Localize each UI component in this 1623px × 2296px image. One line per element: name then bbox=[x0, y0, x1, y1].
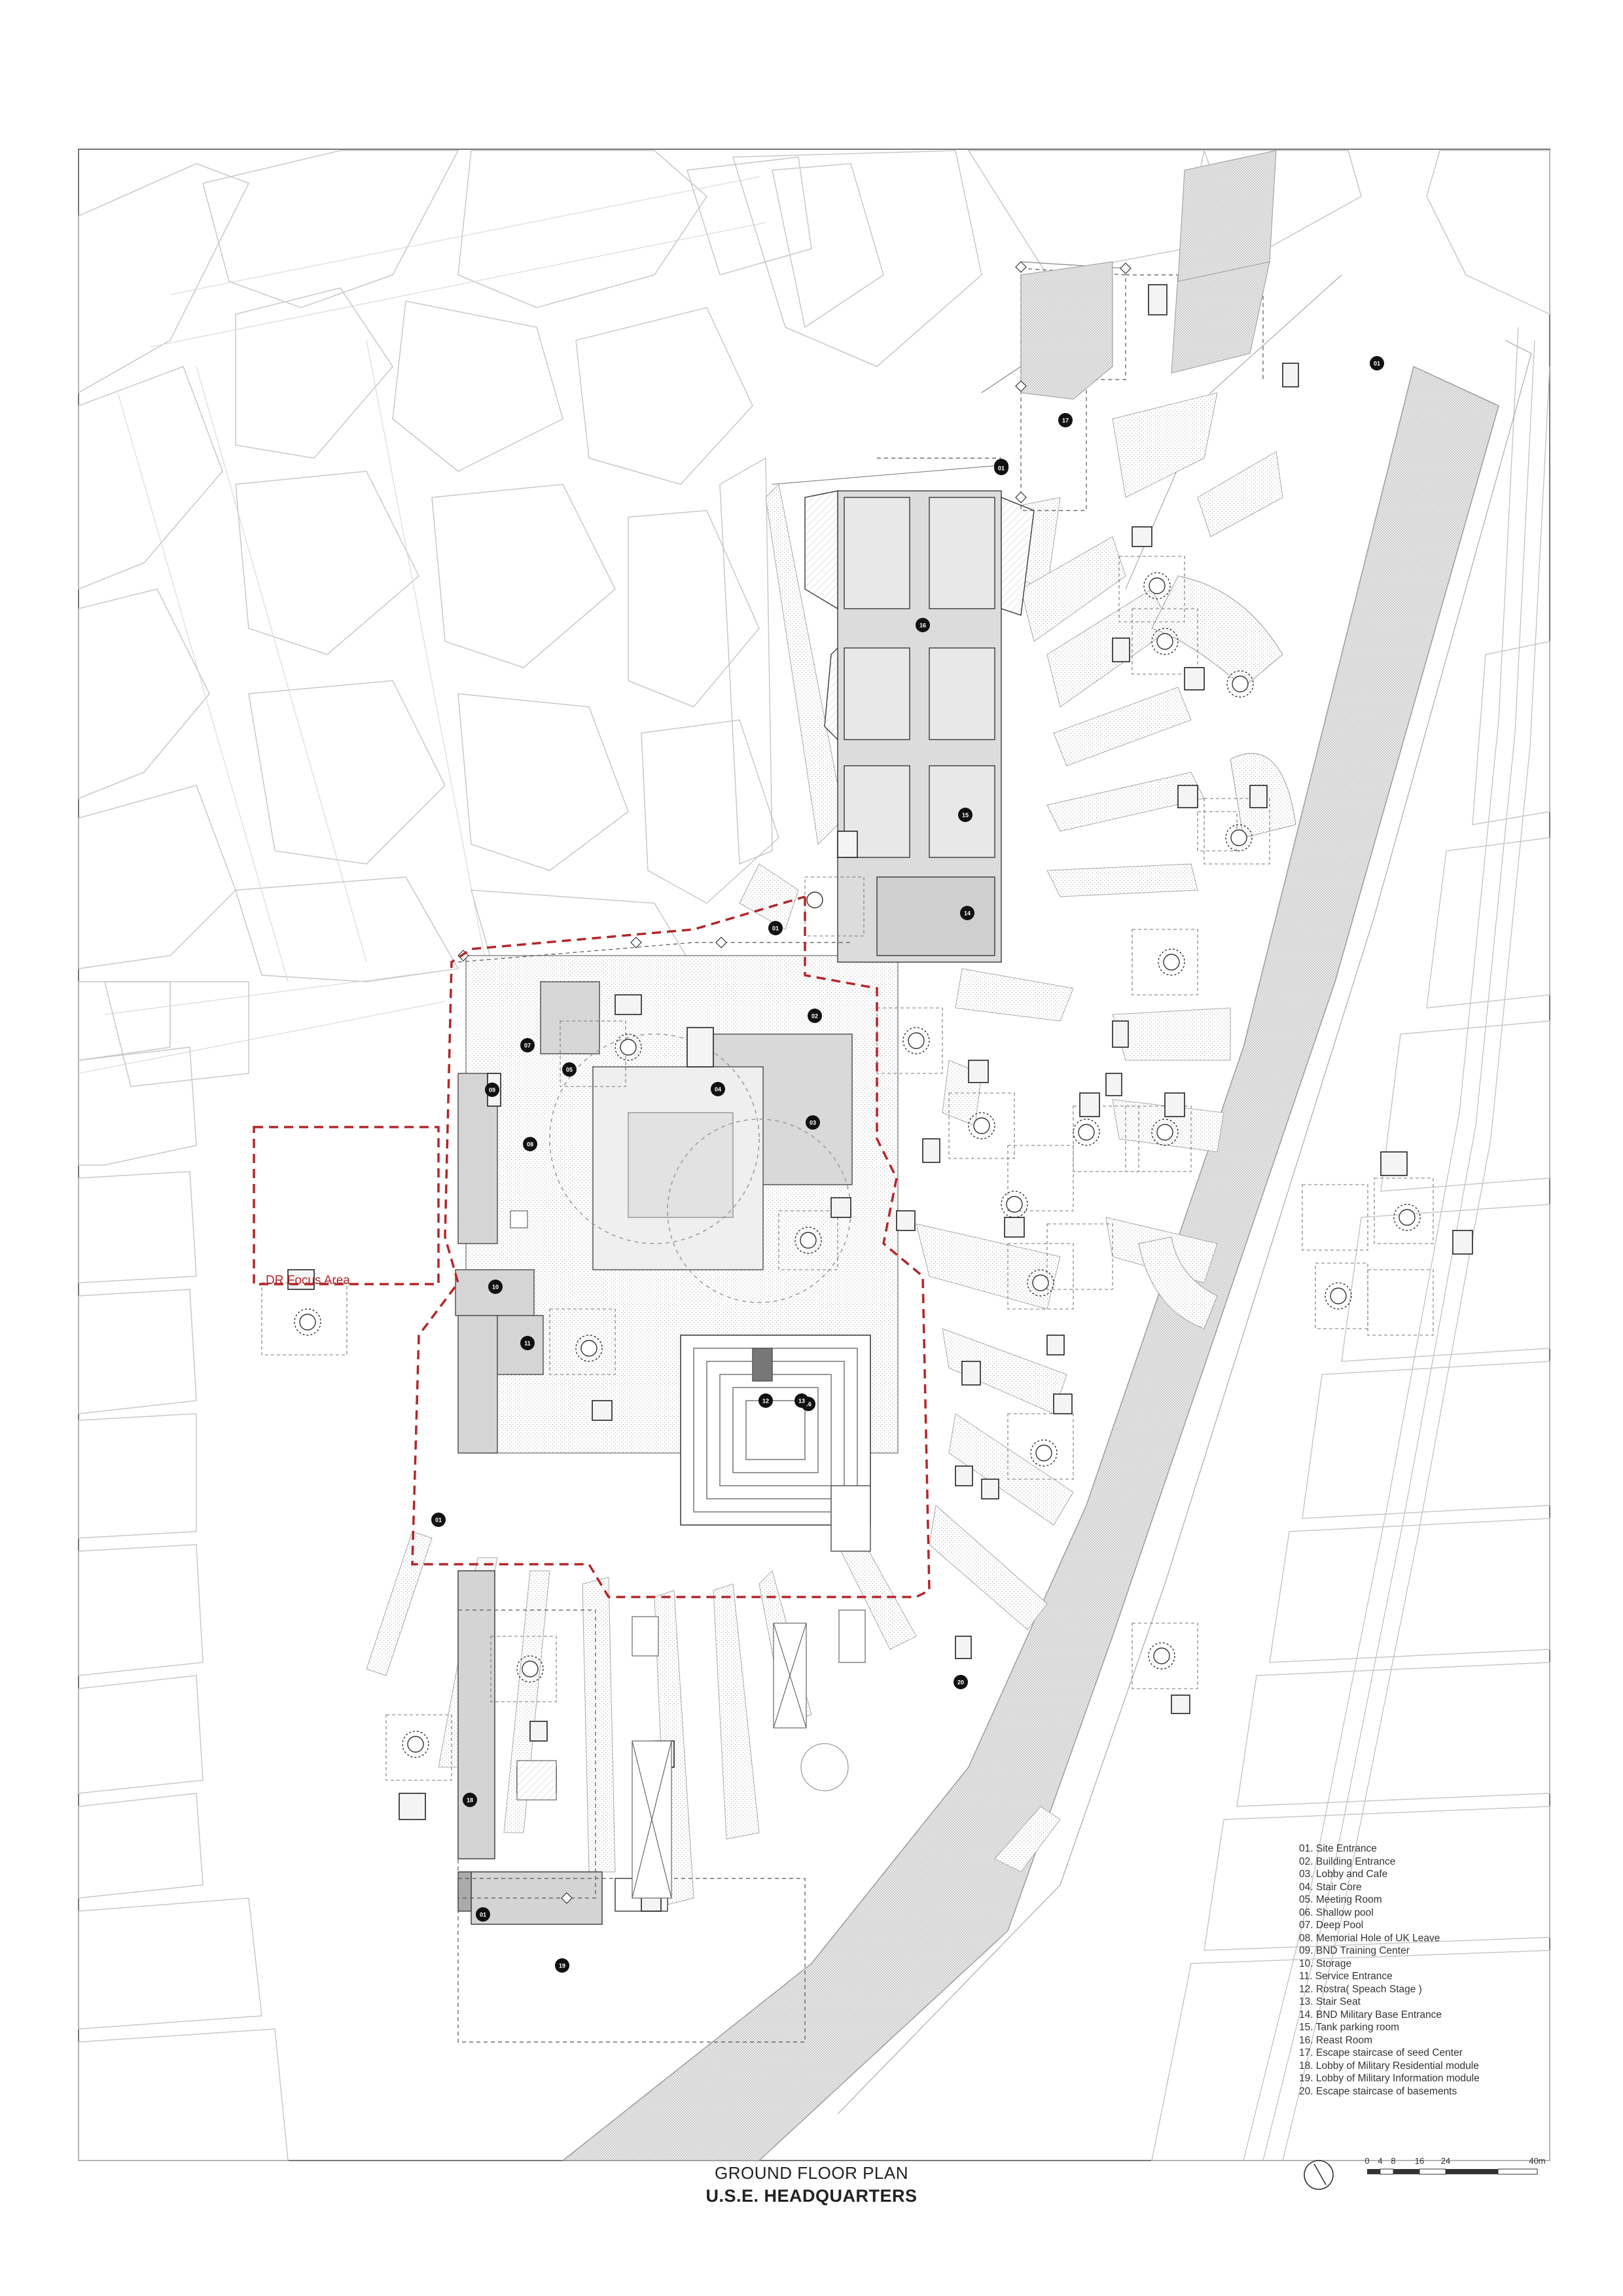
svg-text:10: 10 bbox=[492, 1284, 499, 1291]
surrounding-buildings-southwest bbox=[78, 981, 289, 2161]
surrounding-buildings-east bbox=[1151, 641, 1550, 2161]
svg-text:05: 05 bbox=[566, 1067, 573, 1073]
legend-item: 08. Memorial Hole of UK Leave bbox=[1299, 1932, 1440, 1944]
plan-marker-07: 07 bbox=[520, 1038, 535, 1052]
svg-text:12: 12 bbox=[762, 1398, 769, 1405]
legend-item: 11. Service Entrance bbox=[1299, 1971, 1393, 1982]
legend-item: 20. Escape staircase of basements bbox=[1299, 2085, 1457, 2097]
plan-marker-04: 04 bbox=[711, 1082, 725, 1096]
svg-text:20: 20 bbox=[957, 1679, 964, 1686]
scale-tick-label: 40m bbox=[1529, 2156, 1545, 2166]
legend-item: 13. Stair Seat bbox=[1299, 1996, 1361, 2007]
svg-text:19: 19 bbox=[559, 1963, 565, 1969]
legend-item: 03. Lobby and Cafe bbox=[1299, 1869, 1388, 1880]
scale-tick-label: 8 bbox=[1391, 2156, 1395, 2166]
plan-marker-01: 01 bbox=[994, 461, 1008, 475]
landmark-boxes bbox=[510, 1210, 866, 1899]
north-arrow-icon bbox=[1304, 2160, 1334, 2190]
focus-boundary bbox=[253, 895, 931, 1598]
legend-item: 12. Rostra( Speach Stage ) bbox=[1299, 1983, 1422, 1995]
svg-text:11: 11 bbox=[524, 1340, 531, 1347]
plan-marker-12: 12 bbox=[758, 1393, 773, 1408]
legend-item: 07. Deep Pool bbox=[1299, 1920, 1364, 1931]
number-markers: 0101010101010203040506070809101112131415… bbox=[431, 356, 1384, 1973]
pavilion-circles bbox=[294, 572, 1421, 1758]
legend: 01. Site Entrance 02. Building Entrance 03… bbox=[1299, 1842, 1515, 2098]
legend-item: 02. Building Entrance bbox=[1299, 1856, 1396, 1867]
plan-marker-15: 15 bbox=[958, 808, 972, 822]
svg-text:01: 01 bbox=[435, 1517, 442, 1524]
street-lines-west bbox=[78, 176, 766, 1074]
surrounding-buildings-northeast bbox=[732, 150, 1550, 367]
legend-item: 01. Site Entrance bbox=[1299, 1843, 1377, 1854]
canal-band bbox=[561, 365, 1499, 2161]
plan-marker-17: 17 bbox=[1058, 413, 1073, 427]
legend-item: 09. BND Training Center bbox=[1299, 1945, 1410, 1956]
legend-item: 14. BND Military Base Entrance bbox=[1299, 2009, 1442, 2020]
plan-marker-01: 01 bbox=[476, 1907, 490, 1922]
legend-item: 18. Lobby of Military Residential module bbox=[1299, 2060, 1479, 2072]
plan-marker-05: 05 bbox=[562, 1062, 577, 1077]
svg-text:06: 06 bbox=[805, 1401, 812, 1408]
legend-item: 17. Escape staircase of seed Center bbox=[1299, 2047, 1463, 2058]
plan-marker-03: 03 bbox=[806, 1115, 820, 1130]
plan-marker-01: 01 bbox=[1370, 356, 1384, 370]
svg-text:14: 14 bbox=[964, 910, 971, 917]
plan-marker-11: 11 bbox=[520, 1336, 535, 1350]
legend-item: 16. Reast Room bbox=[1299, 2034, 1372, 2046]
legend-item: 19. Lobby of Military Information module bbox=[1299, 2073, 1480, 2084]
plan-marker-19: 19 bbox=[555, 1958, 569, 1973]
svg-text:04: 04 bbox=[715, 1086, 721, 1093]
svg-text:09: 09 bbox=[489, 1087, 495, 1094]
north-building bbox=[804, 490, 1035, 963]
north-wedge-3 bbox=[1177, 150, 1277, 282]
legend-item: 10. Storage bbox=[1299, 1958, 1352, 1969]
svg-text:01: 01 bbox=[1374, 361, 1380, 367]
scale-tick-label: 24 bbox=[1441, 2156, 1450, 2166]
scale-tick-label: 16 bbox=[1415, 2156, 1424, 2166]
drawing-subtitle: U.S.E. HEADQUARTERS bbox=[705, 2186, 918, 2206]
legend-item: 15. Tank parking room bbox=[1299, 2022, 1400, 2033]
legend-item: 06. Shallow pool bbox=[1299, 1907, 1374, 1918]
north-wedge bbox=[1020, 261, 1113, 400]
plan-marker-14: 14 bbox=[960, 906, 974, 920]
legend-item: 04. Stair Core bbox=[1299, 1881, 1362, 1893]
surrounding-buildings-west bbox=[78, 150, 884, 1061]
svg-text:18: 18 bbox=[467, 1797, 473, 1804]
plan-marker-18: 18 bbox=[463, 1793, 477, 1807]
plan-marker-09: 09 bbox=[485, 1083, 499, 1097]
svg-text:01: 01 bbox=[998, 465, 1005, 472]
main-complex bbox=[455, 955, 899, 1552]
plan-marker-10: 10 bbox=[488, 1280, 503, 1294]
svg-text:15: 15 bbox=[962, 812, 969, 819]
focus-area-label: DR Focus Area bbox=[266, 1274, 350, 1287]
plan-marker-20: 20 bbox=[954, 1675, 968, 1689]
plan-marker-01: 01 bbox=[431, 1513, 446, 1527]
pavilion-pads bbox=[261, 556, 1434, 1781]
canal-edge bbox=[837, 340, 1532, 2115]
road-edge bbox=[1125, 274, 1342, 590]
plan-marker-01: 01 bbox=[768, 921, 783, 935]
plan-marker-08: 08 bbox=[523, 1137, 537, 1151]
entry-diamonds bbox=[457, 261, 1132, 1904]
svg-text:16: 16 bbox=[919, 622, 926, 629]
legend-item: 05. Meeting Room bbox=[1299, 1894, 1382, 1905]
svg-text:17: 17 bbox=[1062, 418, 1069, 424]
plan-marker-02: 02 bbox=[808, 1009, 822, 1023]
drawing-title: GROUND FLOOR PLAN bbox=[715, 2163, 908, 2183]
svg-text:02: 02 bbox=[812, 1013, 818, 1020]
scale-tick-label: 0 bbox=[1364, 2156, 1369, 2166]
svg-text:03: 03 bbox=[810, 1120, 816, 1126]
svg-text:08: 08 bbox=[527, 1141, 533, 1148]
scale-tick-label: 4 bbox=[1378, 2156, 1382, 2166]
svg-text:01: 01 bbox=[480, 1912, 486, 1918]
svg-text:13: 13 bbox=[798, 1398, 805, 1405]
plan-marker-13: 13 bbox=[794, 1393, 809, 1408]
plan-marker-16: 16 bbox=[916, 618, 930, 632]
railway-lines bbox=[1243, 327, 1550, 2161]
svg-text:01: 01 bbox=[772, 925, 779, 932]
svg-text:07: 07 bbox=[524, 1043, 531, 1049]
